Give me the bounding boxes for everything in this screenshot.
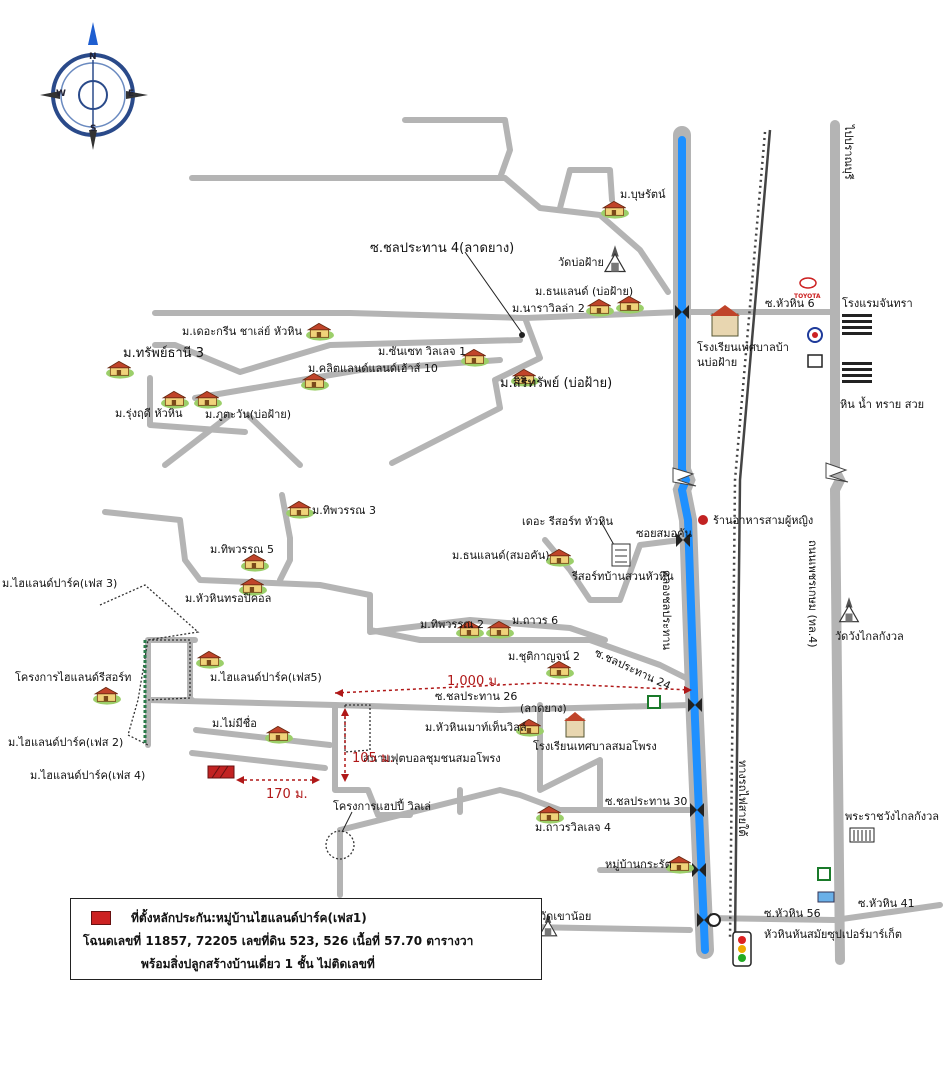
road-label-paved: (ลาดยาง): [520, 702, 567, 715]
place-label-resort-suan: รีสอร์ทบ้านสวนหัวหิน: [572, 570, 674, 583]
place-label-m-thipawan2: ม.ทิพวรรณ 2: [420, 618, 484, 631]
place-label-m-phukaew: ม.ภูตะวัน(บ่อฝ้าย): [205, 408, 291, 421]
road-label-cholprathan26: ซ.ชลประทาน 26: [435, 690, 518, 703]
highway-line: [829, 120, 846, 965]
place-label-wat-khao-noi: วัดเขาน้อย: [540, 910, 592, 923]
place-label-resort-huahin: เดอะ รีสอร์ท หัวหิน: [522, 515, 613, 528]
place-label-m-highland5: ม.ไฮแลนด์ปาร์ค(เฟส5): [210, 671, 322, 684]
road-label-to-pranburi: ไปปราณบุรี: [842, 125, 855, 180]
place-label-m-thipawan3: ม.ทิพวรรณ 3: [312, 504, 376, 517]
place-label-m-sunset: ม.ซันเซท วิลเลจ 1: [378, 345, 467, 358]
place-label-football: สนามฟุตบอลชุมชนสมอโพรง: [363, 752, 501, 765]
compass-s-label: S: [90, 124, 97, 134]
legend-line-1: ที่ตั้งหลักประกัน:หมู่บ้านไฮแลนด์ปาร์ค(เ…: [131, 911, 367, 925]
place-label-m-castle: ม.คลิตแลนด์แลนด์เฮ้าส์ 10: [308, 362, 438, 375]
place-label-m-highland4: ม.ไฮแลนด์ปาร์ค(เฟส 4): [30, 769, 146, 782]
place-label-m-rungrudee: ม.รุ่งฤดี หัวหิน: [115, 407, 183, 420]
place-label-m-highland2: ม.ไฮแลนด์ปาร์ค(เฟส 2): [8, 736, 124, 749]
distance-arrows: [238, 682, 691, 781]
place-label-market: หัวหินหันสมัยซุปเปอร์มาร์เก็ต: [764, 928, 902, 941]
roundabout-marker: [707, 913, 721, 927]
callout-line: [464, 251, 523, 334]
place-label-m-narawila2: ม.นาราวิลล่า 2: [512, 302, 585, 315]
road-label-railway: ทางรถไฟสายใต้: [736, 760, 749, 837]
place-label-m-sapthani3: ม.ทรัพย์ธานี 3: [123, 346, 204, 361]
place-label-toyota: TOYOTA: [794, 293, 821, 300]
legend-line-2: โฉนดเลขที่ 11857, 72205 เลขที่ดิน 523, 5…: [83, 934, 474, 948]
legend-property-swatch: [91, 911, 111, 925]
place-label-m-chutikan2: ม.ชุติกาญจน์ 2: [508, 650, 581, 663]
place-label-m-lacrin: ม.เดอะกรีน ชาเล่ย์ หัวหิน: [182, 325, 303, 338]
place-label-school-smk: โรงเรียนเทศบาลสมอโพรง: [533, 740, 657, 753]
building-icons: [564, 277, 875, 967]
place-label-hotel-jantra: โรงแรมจันทรา: [842, 297, 913, 310]
place-label-highland-resort: โครงการไฮแลนด์รีสอร์ท: [15, 671, 132, 684]
place-label-m-thawon-village4: ม.ถาวรวิลเลจ 4: [535, 821, 612, 834]
place-label-m-sirisap: ม.สิริทรัพย์ (บ่อฝ้าย): [500, 376, 613, 391]
railway-line: [728, 129, 772, 941]
callout-dot: [519, 332, 525, 338]
road-label-huahin56: ซ.หัวหิน 56: [764, 907, 821, 920]
place-label-happy-village: โครงการแฮปปี้ วิลเล่: [333, 800, 431, 813]
place-label-wat-wang: วัดวังไกลกังวล: [835, 630, 904, 643]
place-label-m-mai-mee-chue: ม.ไม่มีชื่อ: [212, 717, 257, 730]
road-label-highway: ถนนเพชรเกษม (ทล.4): [806, 540, 819, 648]
place-label-m-huahin-tropical: ม.หัวหินทรอปิคอล: [185, 592, 272, 605]
legend-box: ที่ตั้งหลักประกัน:หมู่บ้านไฮแลนด์ปาร์ค(เ…: [70, 898, 542, 980]
project-outlines: [99, 584, 371, 860]
place-label-m-thawon6: ม.ถาวร 6: [512, 614, 559, 627]
road-label-cholprathan4: ซ.ชลประทาน 4(ลาดยาง): [370, 241, 515, 256]
place-label-hin-nam-sai: หิน น้ำ ทราย สวย: [840, 398, 925, 411]
compass-e-label: E: [128, 89, 135, 99]
place-label-palace: พระราชวังไกลกังวล: [845, 810, 940, 823]
road-break-marks: [672, 462, 849, 487]
place-label-m-thonland-bofai: ม.ธนแลนด์ (บ่อฝ้าย): [535, 285, 634, 298]
place-label-m-huahin-mountain: ม.หัวหินเมาท์เท็นวิลล์: [425, 721, 527, 734]
place-label-school-bofai-1: โรงเรียนเทศบาลบ้า: [697, 341, 789, 354]
place-label-m-thipawan5: ม.ทิพวรรณ 5: [210, 543, 274, 556]
distance-arrowheads: [236, 686, 692, 784]
canal-line: [677, 136, 709, 954]
distance-label-170m: 170 ม.: [266, 787, 308, 802]
compass-w-label: W: [56, 89, 66, 99]
place-label-m-highland3: ม.ไฮแลนด์ปาร์ค(เฟส 3): [2, 577, 118, 590]
property-marker-hatch: [211, 765, 229, 779]
compass-n-label: N: [89, 52, 97, 62]
place-label-school-bofai-2: นบ่อฝ้าย: [697, 356, 738, 369]
place-label-m-bussarat: ม.บุษรัตน์: [620, 188, 666, 201]
place-label-wat-bo-fai: วัดบ่อฝ้าย: [558, 256, 604, 269]
legend-line-3: พร้อมสิ่งปลูกสร้างบ้านเดี่ยว 1 ชั้น ไม่ต…: [141, 957, 375, 971]
compass-rose: [40, 22, 148, 150]
road-label-huahin41: ซ.หัวหิน 41: [858, 897, 915, 910]
distance-label-105m: 105 ม.: [352, 751, 394, 766]
callout-line-2: [599, 519, 615, 546]
road-label-cholprathan30: ซ.ชลประทาน 30: [605, 795, 688, 808]
road-label-soisomkhan: ซอยสมอคัน: [636, 527, 692, 540]
place-label-m-krarat: หมู่บ้านกระรัต: [605, 858, 672, 871]
road-label-huahin6: ซ.หัวหิน 6: [765, 297, 815, 310]
callout-line-3: [341, 811, 353, 833]
place-label-restaurant: ร้านอาหารสามผู้หญิง: [713, 514, 814, 527]
place-label-m-thonland-smk: ม.ธนแลนด์(สมอคัน): [452, 549, 550, 562]
distance-label-1000m: 1,000 ม.: [447, 674, 502, 689]
